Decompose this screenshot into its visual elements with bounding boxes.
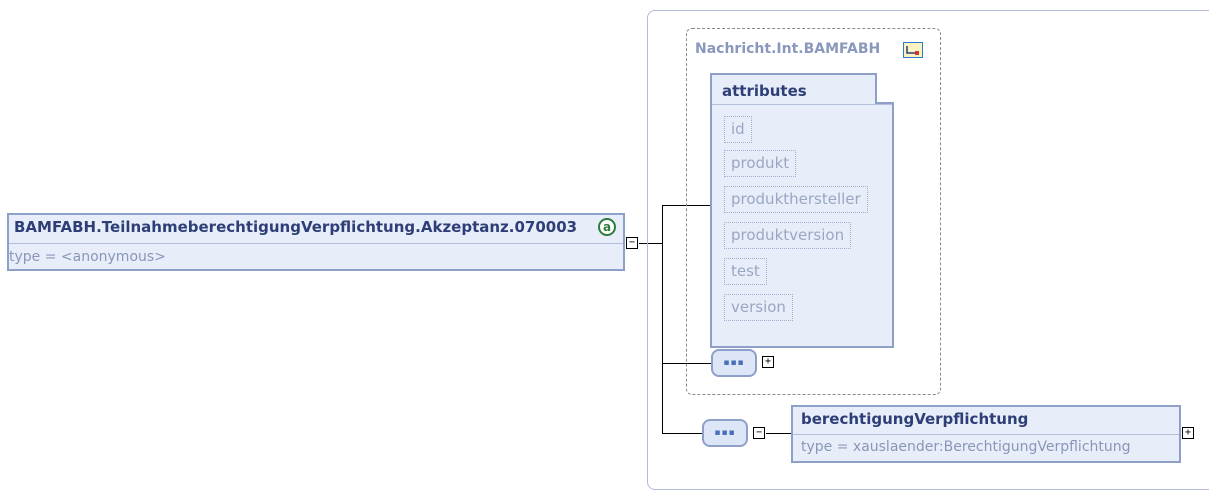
sequence-collapse-toggle[interactable]: − [753, 427, 765, 439]
divider [9, 243, 623, 244]
root-element-name: BAMFABH.TeilnahmeberechtigungVerpflichtu… [14, 218, 578, 236]
divider [712, 104, 892, 105]
divider [793, 434, 1179, 435]
sequence-compositor[interactable]: ▪▪▪ [702, 419, 748, 447]
connector-line [639, 243, 662, 244]
child-element-type: type = xauslaender:BerechtigungVerpflich… [801, 439, 1131, 455]
attribute-test[interactable]: test [724, 258, 767, 285]
root-collapse-toggle[interactable]: − [626, 237, 638, 249]
sequence-icon: ▪▪▪ [723, 358, 745, 368]
root-element-box[interactable] [7, 213, 625, 271]
sequence-expand-toggle[interactable]: + [762, 356, 774, 368]
child-element-name: berechtigungVerpflichtung [801, 410, 1029, 428]
connector-line [662, 205, 663, 434]
attribute-produkt[interactable]: produkt [724, 150, 797, 177]
annotation-icon[interactable]: a [598, 218, 616, 236]
root-element-type: type = <anonymous> [9, 249, 166, 265]
attributes-box-notch [875, 73, 894, 104]
sequence-icon: ▪▪▪ [714, 428, 736, 438]
attribute-group-link-icon[interactable] [903, 42, 923, 58]
attributes-title: attributes [722, 82, 807, 100]
attribute-id[interactable]: id [724, 116, 752, 143]
attribute-group-name[interactable]: Nachricht.Int.BAMFABH [695, 41, 881, 57]
attribute-group-frame [686, 28, 941, 395]
attribute-version[interactable]: version [724, 294, 793, 321]
connector-line [662, 433, 703, 434]
child-expand-toggle[interactable]: + [1182, 427, 1194, 439]
attribute-produktversion[interactable]: produktversion [724, 222, 852, 249]
sequence-compositor[interactable]: ▪▪▪ [711, 349, 757, 377]
attribute-produkthersteller[interactable]: produkthersteller [724, 186, 868, 213]
connector-line [766, 433, 791, 434]
